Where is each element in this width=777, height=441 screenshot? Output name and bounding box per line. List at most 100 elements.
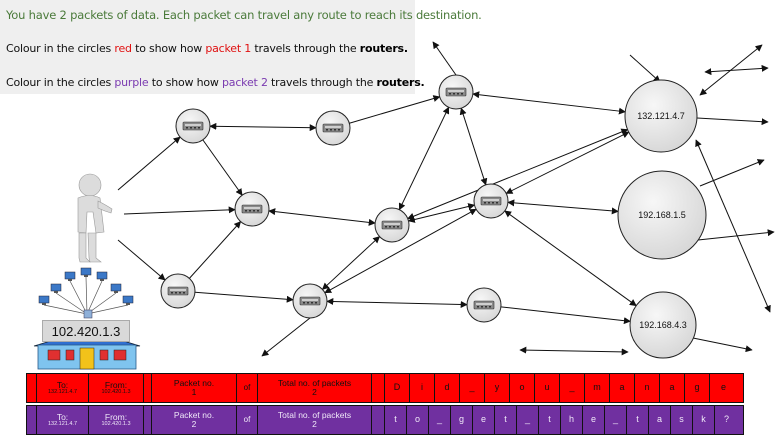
char-cell[interactable]: t bbox=[539, 406, 561, 434]
char-cell[interactable]: o bbox=[407, 406, 429, 434]
connection-arrow bbox=[704, 64, 769, 76]
network-cable bbox=[86, 304, 129, 315]
router-icon bbox=[167, 286, 189, 296]
char-cell[interactable]: _ bbox=[560, 374, 585, 402]
destination-node: 192.168.1.5 bbox=[617, 170, 707, 260]
router-node[interactable] bbox=[292, 283, 328, 319]
connection-arrow bbox=[432, 41, 457, 76]
char-cell[interactable]: e bbox=[583, 406, 605, 434]
network-cable bbox=[86, 280, 103, 315]
connection-arrow bbox=[209, 122, 317, 132]
char-cell[interactable]: s bbox=[671, 406, 693, 434]
house-window bbox=[47, 349, 61, 361]
total-label: Total no. of packets bbox=[277, 410, 352, 421]
packet-no-label: Packet no. bbox=[173, 378, 215, 389]
char-cell[interactable]: _ bbox=[605, 406, 627, 434]
char-cell[interactable]: m bbox=[585, 374, 610, 402]
char-cell[interactable]: _ bbox=[460, 374, 485, 402]
char-cell[interactable]: a bbox=[660, 374, 685, 402]
total-value: 2 bbox=[312, 419, 317, 429]
router-node[interactable] bbox=[466, 287, 502, 323]
connection-arrow bbox=[349, 95, 441, 124]
of-label: of bbox=[243, 382, 251, 392]
connection-arrow bbox=[194, 291, 294, 303]
packet-no-cell: Packet no. 2 bbox=[152, 406, 237, 434]
connection-arrow bbox=[692, 337, 753, 353]
char-cell[interactable]: _ bbox=[429, 406, 451, 434]
connection-arrow bbox=[504, 210, 637, 307]
destination-ip: 132.121.4.7 bbox=[637, 111, 685, 121]
connection-arrow bbox=[505, 131, 630, 194]
instruction-line-2: Colour in the circles red to show how pa… bbox=[6, 42, 408, 55]
total-cell: Total no. of packets 2 bbox=[258, 406, 372, 434]
packet-1-row: To: 132.121.4.7 From: 102.420.1.3 Packet… bbox=[26, 373, 744, 403]
total-cell: Total no. of packets 2 bbox=[258, 374, 372, 402]
char-cell[interactable]: _ bbox=[517, 406, 539, 434]
connection-arrow bbox=[117, 239, 166, 281]
connection-arrow bbox=[407, 128, 629, 220]
instruction-color-purple: purple bbox=[114, 76, 149, 89]
from-value: 102.420.1.3 bbox=[101, 388, 131, 395]
destination-node: 192.168.4.3 bbox=[629, 291, 697, 359]
row-spacer bbox=[27, 406, 37, 434]
of-cell: of bbox=[237, 374, 258, 402]
char-cell[interactable]: t bbox=[627, 406, 649, 434]
row-spacer bbox=[372, 406, 385, 434]
connection-arrow bbox=[696, 117, 769, 126]
computer-icon bbox=[50, 283, 62, 293]
connection-arrow bbox=[398, 106, 450, 211]
instruction-routers: routers. bbox=[359, 42, 408, 55]
char-cell[interactable]: k bbox=[693, 406, 715, 434]
connection-arrow bbox=[629, 54, 661, 83]
char-cell[interactable]: h bbox=[561, 406, 583, 434]
char-cell[interactable]: g bbox=[685, 374, 710, 402]
row-spacer bbox=[144, 374, 152, 402]
char-cell[interactable]: i bbox=[410, 374, 435, 402]
char-cell[interactable]: d bbox=[435, 374, 460, 402]
network-cable bbox=[69, 280, 88, 315]
connection-arrow bbox=[123, 206, 236, 215]
connection-arrow bbox=[407, 203, 476, 223]
row-spacer bbox=[144, 406, 152, 434]
char-cell[interactable]: ? bbox=[723, 414, 729, 425]
destination-ip: 192.168.4.3 bbox=[639, 320, 687, 330]
packet-no-value: 2 bbox=[191, 419, 197, 429]
char-cell[interactable]: a bbox=[649, 406, 671, 434]
row-spacer bbox=[372, 374, 385, 402]
char-cell[interactable]: a bbox=[610, 374, 635, 402]
char-cell[interactable]: g bbox=[451, 406, 473, 434]
router-node[interactable] bbox=[160, 273, 196, 309]
to-cell: To: 132.121.4.7 bbox=[37, 406, 89, 434]
router-node[interactable] bbox=[315, 110, 351, 146]
to-value: 132.121.4.7 bbox=[47, 420, 78, 427]
router-node[interactable] bbox=[374, 207, 410, 243]
char-cell[interactable]: y bbox=[485, 374, 510, 402]
house-window bbox=[113, 349, 127, 361]
of-cell: of bbox=[237, 406, 258, 434]
network-cable bbox=[43, 304, 88, 315]
char-cell[interactable]: D bbox=[385, 374, 410, 402]
router-node[interactable] bbox=[438, 74, 474, 110]
router-node[interactable] bbox=[234, 191, 270, 227]
connection-arrow bbox=[472, 91, 626, 115]
char-cell[interactable]: t bbox=[385, 406, 407, 434]
house-window bbox=[99, 349, 109, 361]
char-cell[interactable]: o bbox=[510, 374, 535, 402]
network-hub bbox=[83, 309, 93, 319]
computer-icon bbox=[96, 271, 108, 281]
router-node[interactable] bbox=[175, 108, 211, 144]
router-node[interactable] bbox=[473, 183, 509, 219]
computer-icon bbox=[38, 295, 50, 305]
destination-node: 132.121.4.7 bbox=[624, 79, 698, 153]
char-cell[interactable]: e bbox=[473, 406, 495, 434]
char-cell[interactable]: t bbox=[495, 406, 517, 434]
char-cell[interactable]: e bbox=[720, 382, 726, 393]
instructions-panel: You have 2 packets of data. Each packet … bbox=[0, 0, 482, 94]
instruction-line-3: Colour in the circles purple to show how… bbox=[6, 76, 425, 89]
char-cell[interactable]: u bbox=[535, 374, 560, 402]
connection-arrow bbox=[500, 306, 631, 325]
instruction-packet-2: packet 2 bbox=[222, 76, 268, 89]
from-cell: From: 102.420.1.3 bbox=[89, 406, 144, 434]
instruction-text: travels through the bbox=[251, 42, 360, 55]
char-cell[interactable]: n bbox=[635, 374, 660, 402]
